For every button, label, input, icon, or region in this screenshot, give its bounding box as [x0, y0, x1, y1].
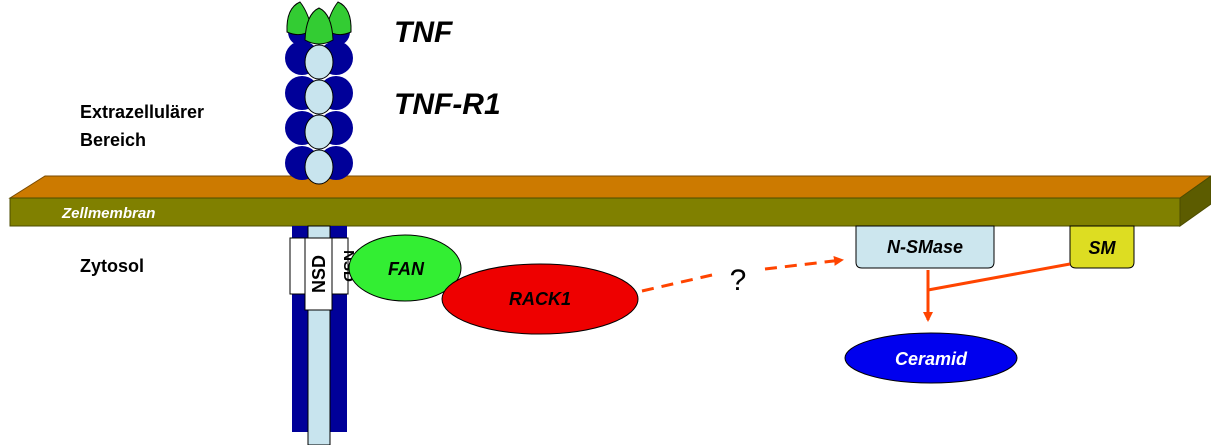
nsmase-label: N-SMase: [887, 237, 963, 257]
nsd-box-center: [304, 237, 333, 311]
nsd-domains: NSD NSD NSD: [289, 237, 357, 311]
nsd-label-center: NSD: [309, 255, 329, 293]
dashed-arrow-segment-left: [641, 273, 713, 293]
tnf-subunit: [286, 1, 313, 36]
membrane-label: Zellmembran: [61, 205, 155, 222]
cell-membrane: [8, 175, 1211, 227]
nsmase-box: [855, 225, 995, 269]
sm-label: SM: [1089, 238, 1117, 258]
membrane-side-face: [1179, 175, 1211, 227]
question-mark: ?: [730, 264, 747, 297]
tnf-subunit: [325, 1, 352, 36]
receptor-core: [304, 114, 334, 150]
tnf-subunit: [304, 7, 334, 45]
fan-protein: [348, 234, 462, 302]
tnf-r1-label: TNF-R1: [394, 88, 501, 121]
rack1-label: RACK1: [509, 289, 571, 309]
ceramid-molecule: [844, 332, 1018, 384]
cytosol-label: Zytosol: [80, 256, 145, 276]
dashed-arrow-segment-right: [764, 255, 844, 271]
sm-box: [1069, 225, 1135, 269]
receptor-core: [304, 44, 334, 80]
extracellular-label-line2: Bereich: [80, 130, 147, 150]
tnf-ligand: [286, 1, 352, 45]
tnf-label: TNF: [394, 16, 453, 49]
membrane-front-face: [9, 197, 1181, 227]
sm-to-junction-line: [927, 262, 1071, 292]
rack1-protein: [441, 263, 639, 335]
receptor-core: [304, 149, 334, 185]
receptor-core: [304, 79, 334, 115]
membrane-top-face: [8, 175, 1211, 199]
fan-label: FAN: [388, 259, 425, 279]
ceramid-label: Ceramid: [895, 349, 968, 369]
extracellular-label-line1: Extrazellulärer: [80, 102, 205, 122]
